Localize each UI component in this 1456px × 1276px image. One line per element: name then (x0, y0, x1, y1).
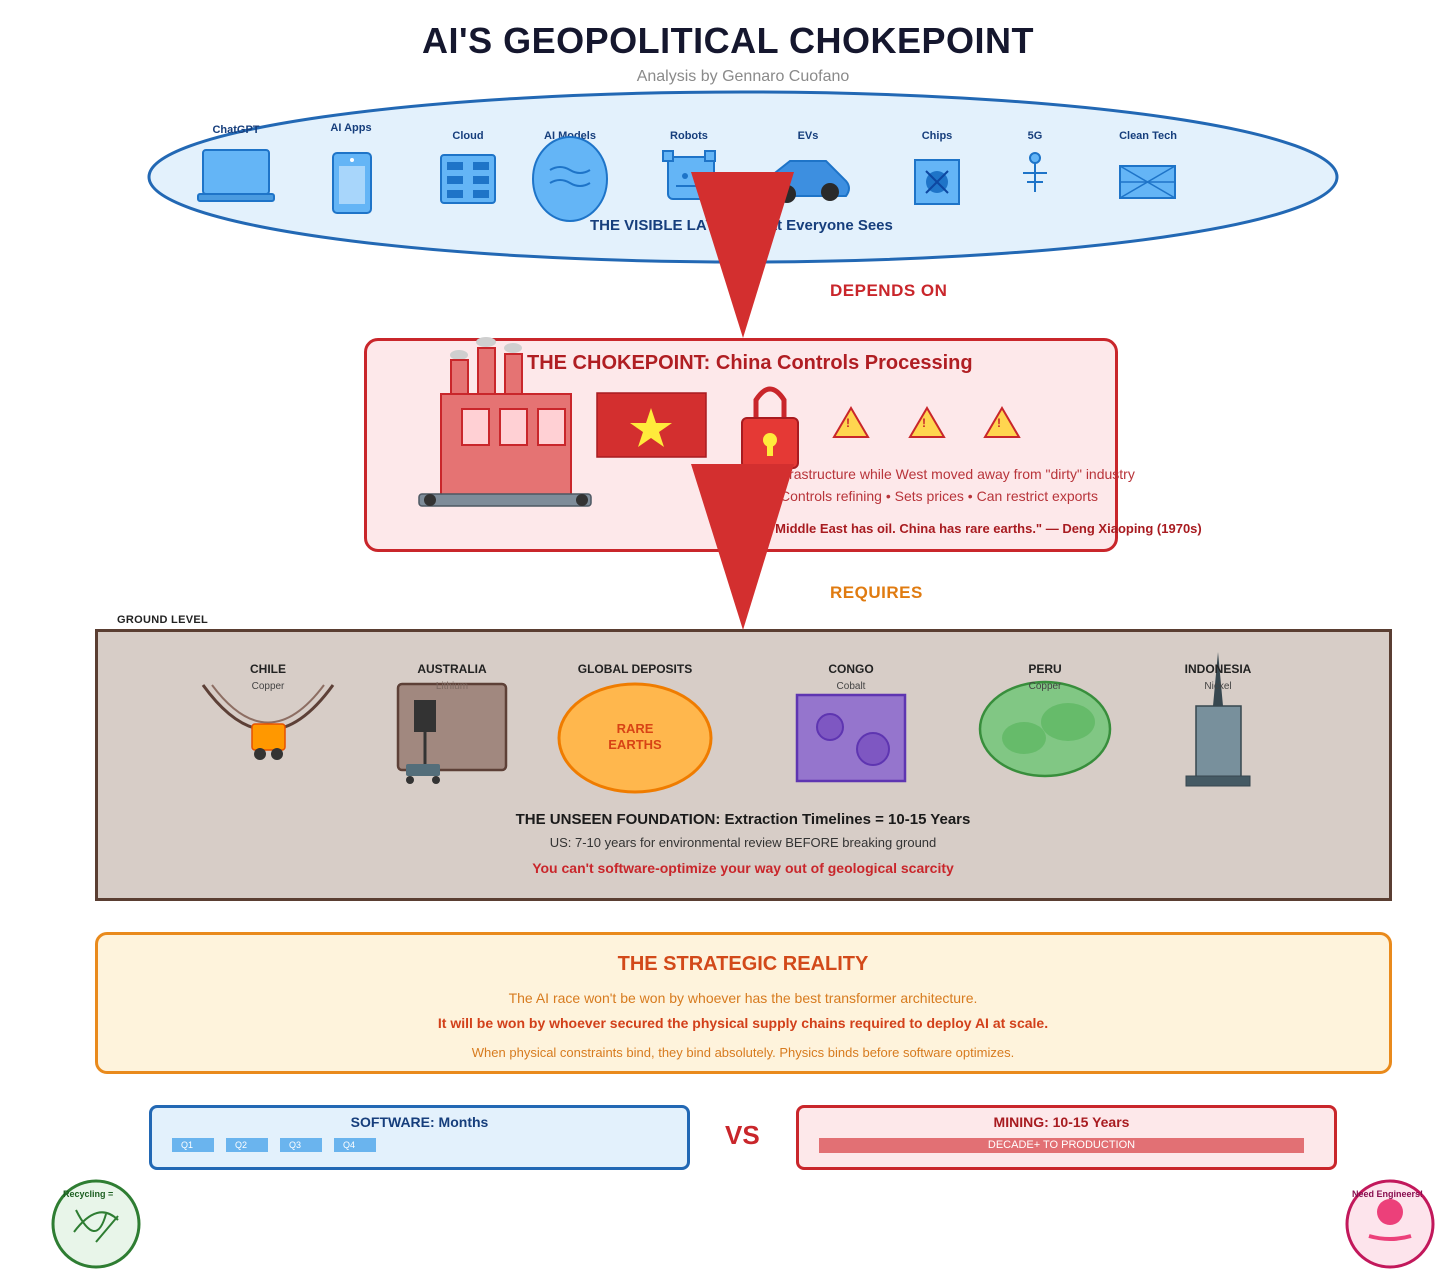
solar-panel-icon (1119, 165, 1176, 199)
cobalt-deposit-icon (795, 693, 907, 783)
lock-icon (741, 386, 799, 469)
quarter-q1: Q1 (172, 1138, 214, 1152)
region-indonesia-mineral: Nickel (1204, 681, 1232, 692)
copper-mine-icon (201, 684, 335, 760)
region-indonesia: INDONESIA (1184, 662, 1252, 676)
warning-icon-3 (983, 406, 1021, 438)
badges-layer (51, 1179, 1435, 1269)
quarter-q3: Q3 (280, 1138, 322, 1152)
warning-icon-1 (832, 406, 870, 438)
app-label-clean-tech: Clean Tech (1119, 130, 1177, 142)
versus-label: VS (725, 1120, 760, 1150)
rare-earths-line-1: RARE (616, 721, 654, 736)
region-congo-mineral: Cobalt (836, 681, 866, 692)
mining-title: MINING: 10-15 Years (993, 1114, 1130, 1130)
ground-graphics (201, 652, 1251, 794)
region-peru: PERU (1028, 662, 1062, 676)
strategic-line-2: It will be won by whoever secured the ph… (437, 1015, 1049, 1031)
chokepoint-title: THE CHOKEPOINT: China Controls Processin… (527, 352, 973, 374)
region-congo: CONGO (828, 662, 874, 676)
region-chile-mineral: Copper (251, 681, 285, 692)
rare-earths-deposit-icon (557, 682, 713, 794)
factory-icon (418, 337, 592, 507)
software-timeline-box (149, 1105, 690, 1170)
warning-icon-2 (908, 406, 946, 438)
foundation-title: THE UNSEEN FOUNDATION: Extraction Timeli… (515, 811, 971, 828)
region-australia: AUSTRALIA (417, 662, 487, 676)
recycling-badge (51, 1179, 141, 1269)
app-label-5g: 5G (1027, 130, 1043, 142)
strategic-line-1: The AI race won't be won by whoever has … (508, 990, 978, 1006)
brain-icon (532, 136, 608, 222)
warning-mark-1: ! (846, 416, 850, 430)
chip-icon (914, 159, 960, 205)
software-title: SOFTWARE: Months (350, 1114, 489, 1130)
person-icon (1377, 1199, 1403, 1225)
app-label-evs: EVs (797, 130, 819, 142)
app-label-ai-apps: AI Apps (330, 122, 372, 134)
warning-mark-3: ! (997, 416, 1001, 430)
requires-label: REQUIRES (830, 583, 923, 602)
region-peru-mineral: Copper (1028, 681, 1062, 692)
antenna-icon (1023, 152, 1047, 192)
ground-level-label: GROUND LEVEL (117, 614, 208, 626)
region-global-deposits: GLOBAL DEPOSITS (577, 662, 693, 676)
depends-on-label: DEPENDS ON (830, 281, 948, 300)
copper-deposit-icon (978, 680, 1112, 778)
china-flag-icon (596, 392, 707, 458)
lithium-drill-icon (396, 682, 508, 784)
phone-icon (332, 152, 372, 214)
recycle-icon (73, 1209, 119, 1243)
strategic-reality-box (95, 932, 1392, 1074)
nickel-tower-icon (1185, 652, 1251, 787)
region-australia-mineral: Lithium (435, 681, 469, 692)
mining-timeline-box (796, 1105, 1337, 1170)
strategic-line-3: When physical constraints bind, they bin… (471, 1045, 1015, 1060)
app-icons-layer (197, 136, 1176, 222)
engineer-badge (1345, 1179, 1435, 1269)
warning-mark-2: ! (922, 416, 926, 430)
chokepoint-line-2: Controls refining • Sets prices • Can re… (780, 488, 1098, 504)
recycling-badge-label: Recycling = (63, 1189, 114, 1199)
rare-earths-line-2: EARTHS (608, 737, 662, 752)
ground-level-box (95, 629, 1392, 901)
page-subtitle: Analysis by Gennaro Cuofano (636, 68, 850, 85)
arrows-layer (691, 172, 794, 630)
chokepoint-graphics (418, 337, 1021, 507)
app-label-chips: Chips (921, 130, 953, 142)
quarter-q2: Q2 (226, 1138, 268, 1152)
app-label-chatgpt: ChatGPT (212, 124, 260, 136)
foundation-warning: You can't software-optimize your way out… (532, 860, 954, 876)
server-grid-icon (440, 154, 496, 204)
region-chile: CHILE (250, 662, 286, 676)
down-arrow-1 (691, 172, 794, 338)
engineer-badge-label: Need Engineers! (1352, 1189, 1424, 1199)
foundation-subtitle: US: 7-10 years for environmental review … (549, 835, 937, 850)
laptop-icon (197, 149, 275, 202)
strategic-title: THE STRATEGIC REALITY (617, 953, 869, 975)
app-label-cloud: Cloud (452, 130, 484, 142)
down-arrow-2 (691, 464, 794, 630)
quarter-q4: Q4 (334, 1138, 376, 1152)
app-label-robots: Robots (670, 130, 708, 142)
mining-bar: DECADE+ TO PRODUCTION (819, 1138, 1304, 1153)
page-title: AI'S GEOPOLITICAL CHOKEPOINT (422, 20, 1034, 61)
chokepoint-line-1: Built infrastructure while West moved aw… (743, 466, 1135, 482)
chokepoint-quote: "The Middle East has oil. China has rare… (742, 521, 1202, 536)
